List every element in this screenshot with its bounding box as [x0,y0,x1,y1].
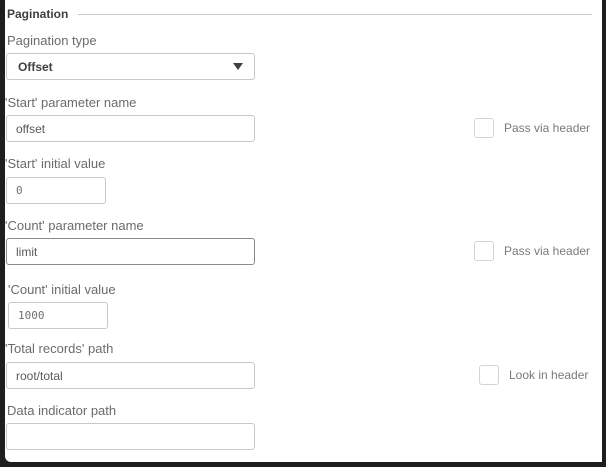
total-records-input[interactable]: root/total [6,362,255,389]
data-indicator-label: Data indicator path [7,403,117,418]
section-divider [78,13,592,15]
pagination-type-label: Pagination type [7,33,97,48]
count-pass-via-header-label: Pass via header [504,244,591,258]
count-param-value: limit [16,244,38,259]
start-param-value: offset [16,121,46,136]
start-pass-via-header[interactable]: Pass via header [474,118,590,138]
section-header: Pagination [7,6,592,22]
count-initial-input[interactable]: 1000 [8,302,108,329]
start-pass-via-header-label: Pass via header [504,121,591,135]
section-title: Pagination [7,7,69,21]
pagination-panel: Pagination Pagination type Offset 'Start… [5,0,602,462]
total-records-label: 'Total records' path [5,341,114,356]
start-initial-input[interactable]: 0 [6,177,106,204]
total-records-look-in-header-label: Look in header [509,368,589,382]
count-param-label: 'Count' parameter name [5,218,144,233]
data-indicator-input[interactable] [6,423,255,450]
count-initial-value: 1000 [18,309,45,322]
total-records-value: root/total [16,368,63,383]
pagination-type-dropdown[interactable]: Offset [6,53,255,80]
total-records-look-in-header-checkbox[interactable] [479,365,499,385]
count-initial-label: 'Count' initial value [8,282,116,297]
pagination-type-value: Offset [18,59,53,74]
start-pass-via-header-checkbox[interactable] [474,118,494,138]
caret-down-icon [233,63,243,70]
start-param-input[interactable]: offset [6,115,255,142]
start-initial-value: 0 [16,184,23,197]
count-pass-via-header[interactable]: Pass via header [474,241,590,261]
count-pass-via-header-checkbox[interactable] [474,241,494,261]
start-param-label: 'Start' parameter name [5,95,137,110]
total-records-look-in-header[interactable]: Look in header [479,365,588,385]
count-param-input[interactable]: limit [6,238,255,265]
start-initial-label: 'Start' initial value [5,156,106,171]
